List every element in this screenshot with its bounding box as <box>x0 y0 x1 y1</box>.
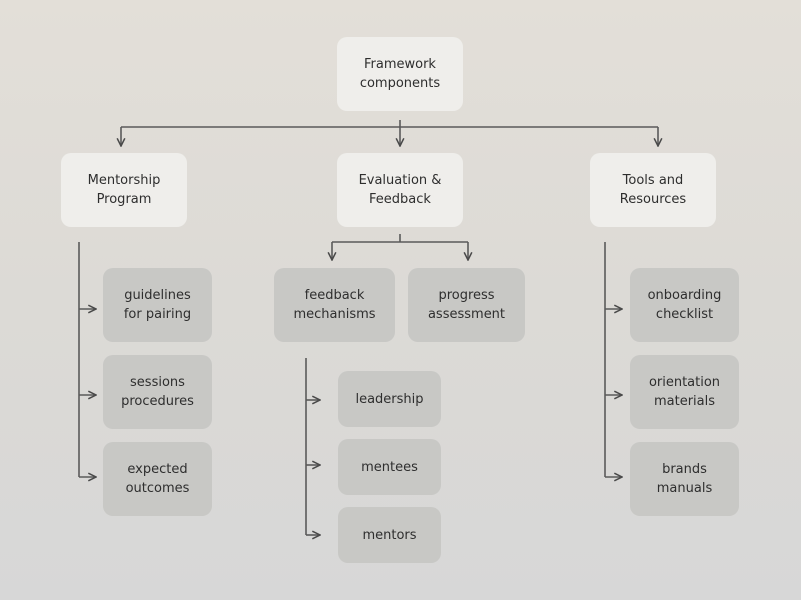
node-leadership: leadership <box>338 371 441 427</box>
node-evaluation-feedback: Evaluation & Feedback <box>337 153 463 227</box>
node-sessions-procedures: sessions procedures <box>103 355 212 429</box>
node-feedback-mechanisms: feedback mechanisms <box>274 268 395 342</box>
node-tools-resources: Tools and Resources <box>590 153 716 227</box>
node-onboarding-checklist: onboarding checklist <box>630 268 739 342</box>
node-mentors: mentors <box>338 507 441 563</box>
node-expected-outcomes: expected outcomes <box>103 442 212 516</box>
node-orientation-materials: orientation materials <box>630 355 739 429</box>
node-framework-components: Framework components <box>337 37 463 111</box>
node-mentorship-program: Mentorship Program <box>61 153 187 227</box>
node-guidelines-for-pairing: guidelines for pairing <box>103 268 212 342</box>
node-brands-manuals: brands manuals <box>630 442 739 516</box>
node-mentees: mentees <box>338 439 441 495</box>
node-progress-assessment: progress assessment <box>408 268 525 342</box>
